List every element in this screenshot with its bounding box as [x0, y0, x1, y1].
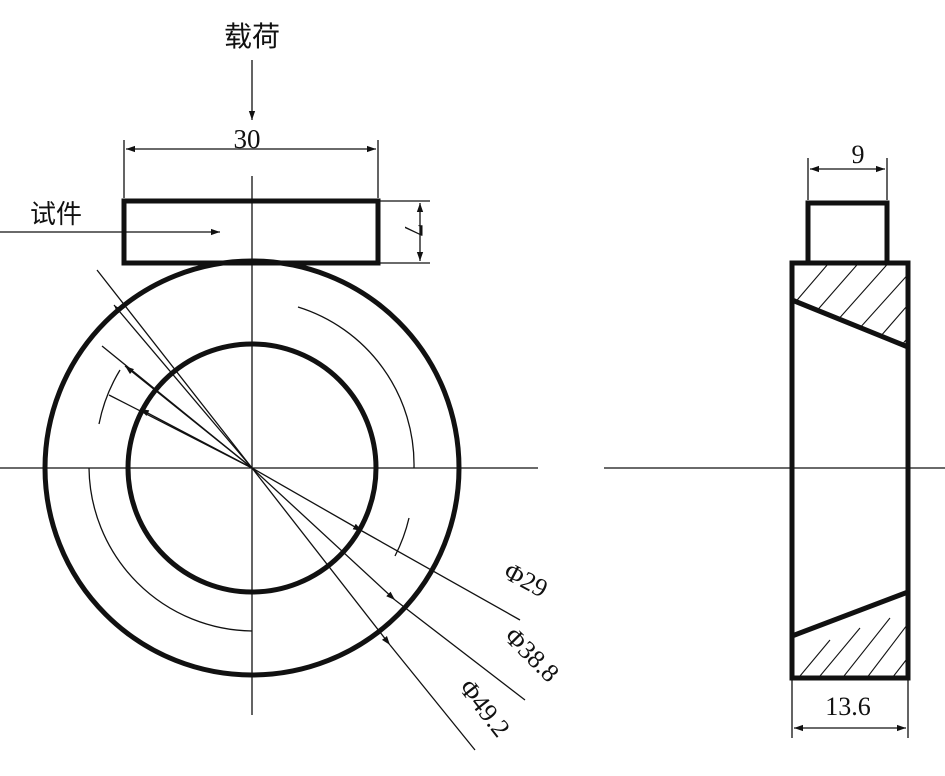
dimension-30: 30: [123, 124, 379, 198]
dimension-13-6-text: 13.6: [825, 692, 871, 721]
dimension-7: 7: [378, 200, 430, 264]
dimension-7-text: 7: [399, 224, 428, 237]
specimen-label: 试件: [30, 200, 82, 230]
hatch-bottom: [792, 607, 908, 678]
ring-section: [789, 260, 911, 681]
dimension-30-text: 30: [234, 124, 261, 154]
front-view: 载荷 30 试件 7: [0, 20, 565, 751]
specimen-side-block: [805, 200, 890, 266]
diameter-29-label: Φ29: [499, 557, 552, 604]
diameter-49-2-label: Φ49.2: [453, 674, 516, 743]
load-label: 载荷: [224, 20, 280, 53]
outer-circle: [42, 258, 462, 678]
dimension-13-6: 13.6: [791, 680, 909, 738]
hatch-top: [792, 263, 908, 347]
dimension-9: 9: [807, 140, 888, 200]
side-view: 9 1: [604, 140, 945, 738]
dimension-9-text: 9: [852, 140, 865, 169]
middle-arcs: [88, 306, 415, 632]
inner-circle: [125, 341, 379, 595]
diameter-38-8-label: Φ38.8: [499, 622, 565, 688]
